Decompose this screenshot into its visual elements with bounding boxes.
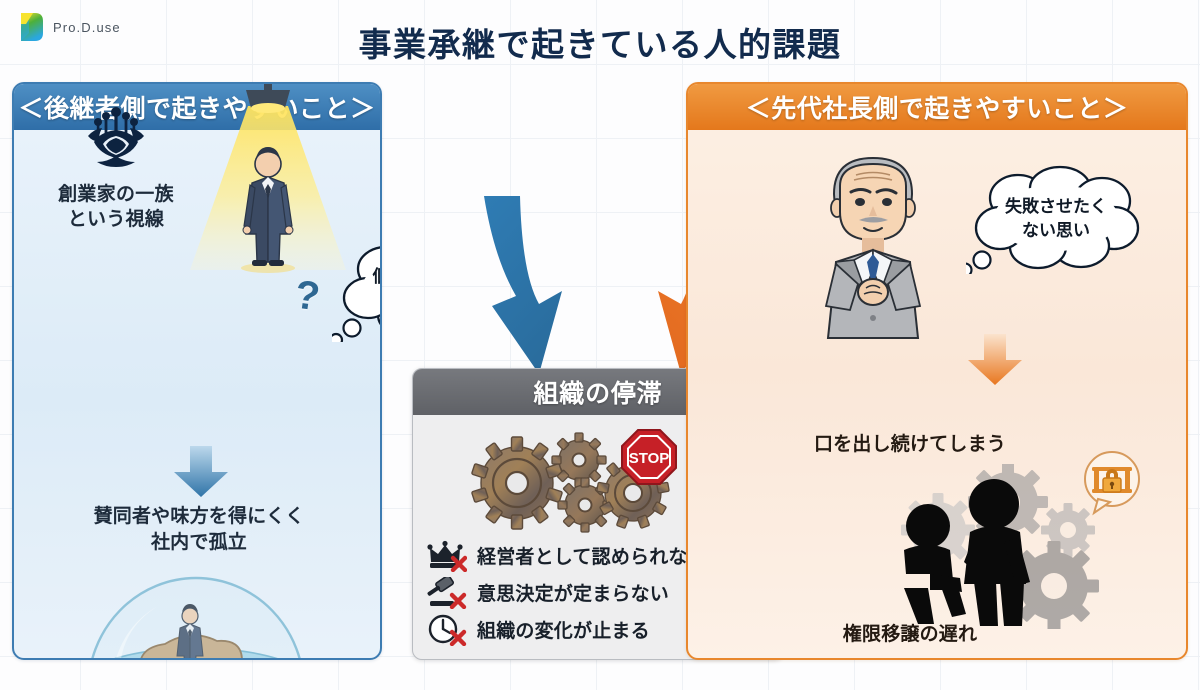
predecessor-thought-bubble: 失敗させたく ない思い (966, 164, 1146, 274)
family-crest-caption: 創業家の一族 という視線 (58, 184, 174, 231)
successor-thought-bubble: 個人としての 実績に疑問 (332, 236, 380, 342)
page-title: 事業承継で起きている人的課題 (358, 26, 842, 63)
stagnation-item-label: 経営者として認められない (477, 547, 707, 568)
gavel-x-icon (427, 576, 467, 609)
isolated-island-dome-icon (91, 576, 301, 658)
successor-panel: ＜後継者側で起きやすいこと＞ (12, 82, 382, 660)
blue-down-arrow-icon (174, 446, 228, 497)
elderly-executive-icon (824, 156, 922, 339)
stop-sign-label: STOP (629, 450, 670, 467)
stagnation-item: 経営者として認められない (427, 537, 777, 574)
crown-x-icon (427, 540, 467, 572)
delegation-delay-caption: 権限移譲の遅れ (842, 624, 978, 645)
question-mark-icon: ? (292, 272, 323, 320)
clock-x-icon (428, 614, 467, 646)
rusty-gears-stop-icon: STOP (471, 429, 677, 533)
predecessor-panel: ＜先代社長側で起きやすいこと＞ (686, 82, 1188, 660)
stagnation-item-list: 経営者として認められない 意思決定が定まらない (427, 537, 777, 648)
thought-bubble-shape (966, 165, 1140, 274)
thought-bubble-shape (332, 246, 380, 342)
brand-name: Pro.D.use (53, 19, 121, 35)
brand-logo: Pro.D.use (18, 12, 121, 42)
prod-use-logo-icon (21, 13, 43, 41)
stagnation-item: 組織の変化が止まる (427, 611, 777, 648)
locked-gate-icon (1084, 451, 1140, 516)
spotlight-successor-icon (190, 84, 346, 273)
orange-down-arrow-icon (968, 334, 1022, 385)
stagnation-item-label: 意思決定が定まらない (477, 584, 670, 605)
two-silhouettes-gears-icon (901, 464, 1099, 629)
interference-caption: 口を出し続けてしまう (813, 434, 1006, 455)
family-crest-icon (88, 107, 144, 167)
stagnation-item-label: 組織の変化が止まる (477, 621, 650, 642)
predecessor-panel-header: ＜先代社長側で起きやすいこと＞ (688, 84, 1186, 130)
successor-thought-text: 個人としての 実績に疑問 (332, 236, 380, 342)
successor-to-center-arrow (484, 196, 562, 374)
predecessor-thought-text: 失敗させたく ない思い (1005, 196, 1107, 240)
successor-panel-header: ＜後継者側で起きやすいこと＞ (14, 84, 380, 130)
stagnation-item: 意思決定が定まらない (427, 574, 777, 611)
isolation-caption: 賛同者や味方を得にくく 社内で孤立 (93, 506, 305, 554)
family-crest-block: 創業家の一族 という視線 (36, 100, 196, 232)
